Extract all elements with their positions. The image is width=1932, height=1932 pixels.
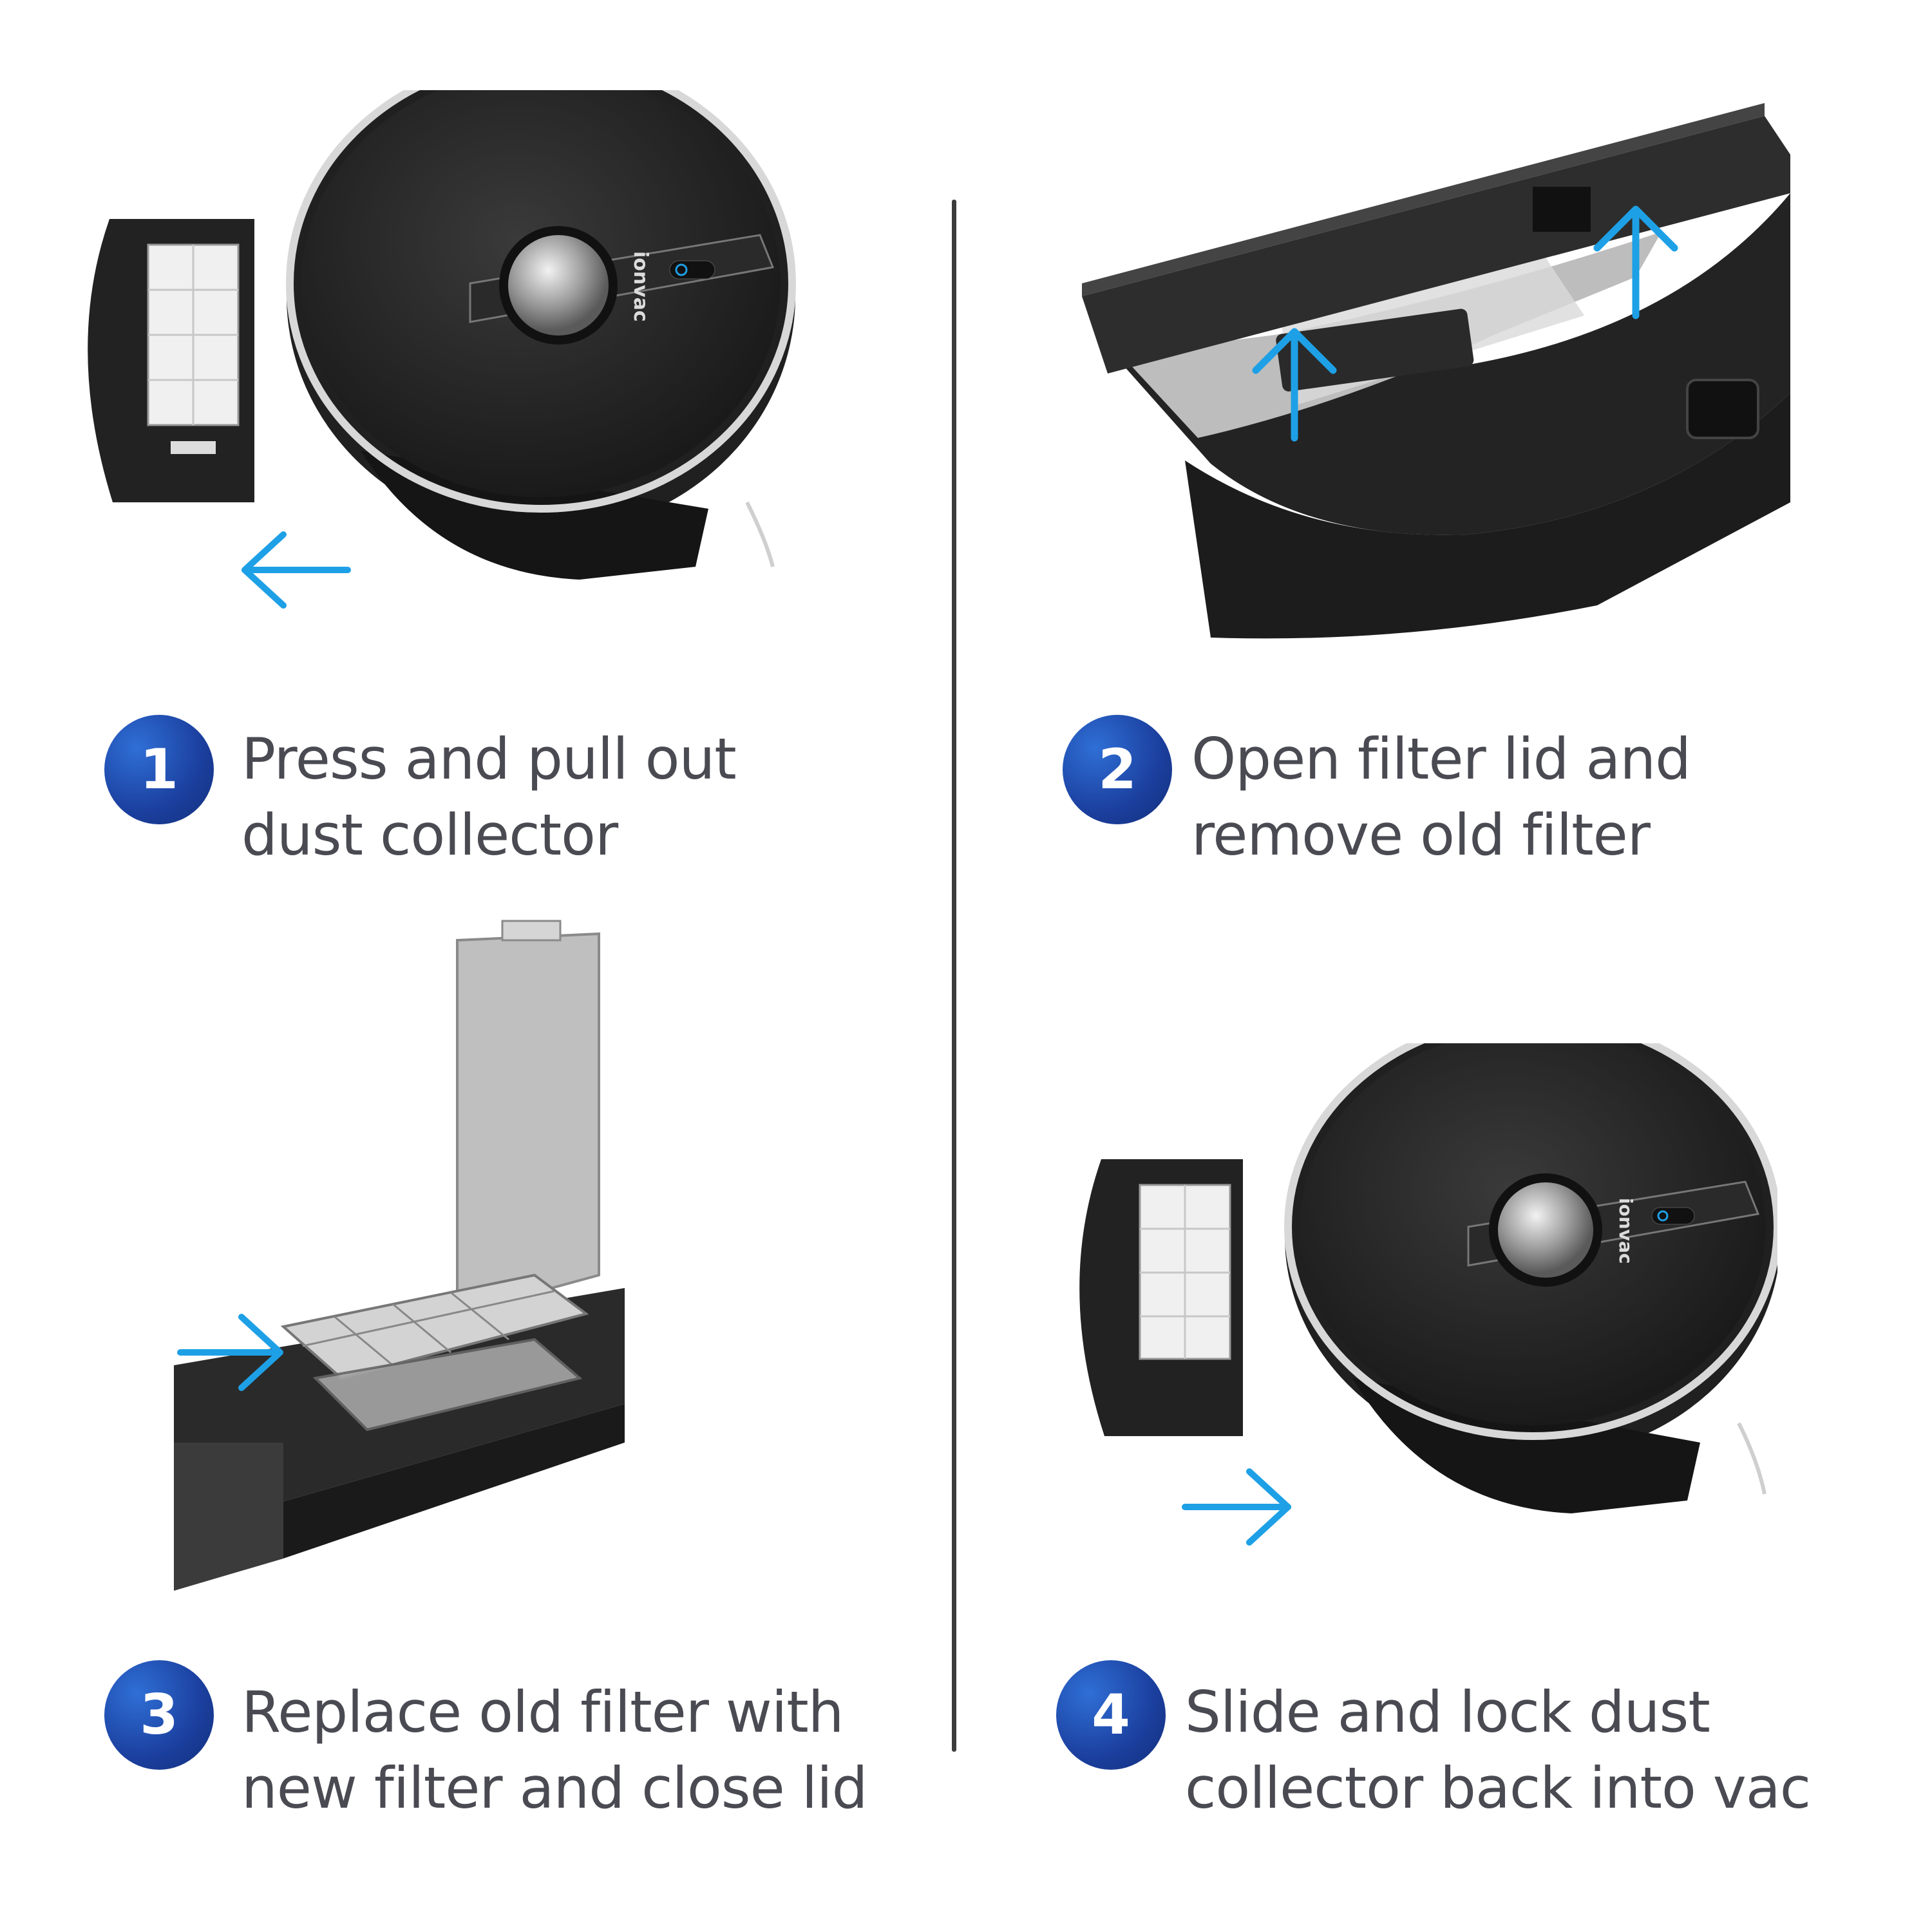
step-2-text: Open filter lid and remove old filter xyxy=(1191,721,1691,873)
step-3-illustration xyxy=(174,920,625,1591)
step-3-line2: new filter and close lid xyxy=(242,1755,867,1821)
step-4-text: Slide and lock dust collector back into … xyxy=(1185,1674,1811,1826)
step-1-text: Press and pull out dust collector xyxy=(242,721,737,873)
step-2-badge: 2 xyxy=(1063,715,1172,824)
step-4-illustration: ionvac xyxy=(1079,1043,1777,1546)
lidar-knob-4 xyxy=(1498,1182,1593,1278)
step-3-line1: Replace old filter with xyxy=(242,1679,844,1745)
step-1-line2: dust collector xyxy=(242,802,618,868)
brand-logo: ionvac xyxy=(629,251,652,322)
arrow-left-icon xyxy=(242,531,351,609)
brand-logo-4: ionvac xyxy=(1615,1198,1636,1264)
arrow-right-icon xyxy=(177,1314,283,1391)
lidar-knob xyxy=(508,235,609,336)
arrow-up-icon xyxy=(1252,205,1678,442)
step-4-badge: 4 xyxy=(1056,1660,1166,1770)
center-divider xyxy=(952,200,956,1752)
step-2-illustration xyxy=(1082,103,1790,639)
step-1-illustration: ionvac xyxy=(88,90,796,609)
step-1-line1: Press and pull out xyxy=(242,726,737,792)
filter-lid xyxy=(1082,116,1790,374)
collector-body xyxy=(1108,193,1790,535)
step-4-line2: collector back into vac xyxy=(1185,1755,1811,1821)
arrow-right-icon-4 xyxy=(1182,1468,1291,1546)
step-1-badge: 1 xyxy=(104,715,214,824)
step-2-line1: Open filter lid and xyxy=(1191,726,1691,792)
open-lid xyxy=(456,932,600,1316)
step-3-badge: 3 xyxy=(104,1660,214,1770)
step-3-text: Replace old filter with new filter and c… xyxy=(242,1674,867,1826)
step-4-line1: Slide and lock dust xyxy=(1185,1679,1710,1745)
step-2-line2: remove old filter xyxy=(1191,802,1651,868)
